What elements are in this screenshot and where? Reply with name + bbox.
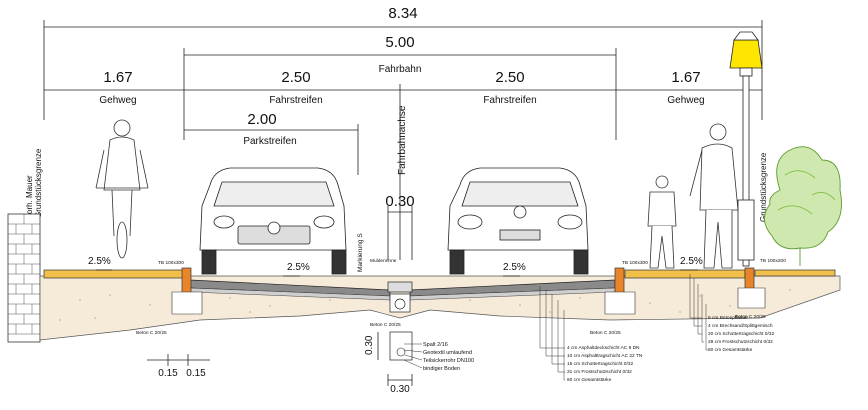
gutter-drain (387, 281, 413, 313)
concrete-bed-edge (737, 287, 766, 309)
car-rear-icon (447, 167, 589, 275)
concrete-tag-3: Beton C 20/25 (590, 330, 621, 336)
walk-layer-4: 28 cm Frostschutzschicht 0/32 (708, 339, 773, 345)
walk-layer-3: 20 cm Schottertragschicht 0/32 (708, 331, 774, 337)
dimension-lines (43, 20, 763, 386)
label-sidewalk-right: Gehweg (667, 95, 704, 106)
concrete-bed-left (171, 291, 203, 315)
street-lamp-icon (729, 31, 763, 267)
walk-layer-1: 8 cm Betonpflaster (708, 315, 748, 321)
label-lane-left: Fahrstreifen (269, 95, 322, 106)
curb-tag-edge: TB 100x200 (760, 258, 786, 264)
label-centerline: Fahrbahnachse (397, 105, 408, 175)
dim-total: 8.34 (388, 5, 417, 22)
curb-tag-right: TB 100x300 (622, 260, 648, 266)
dim-roadway: 5.00 (385, 34, 414, 51)
concrete-tag-2: Beton C 20/25 (370, 322, 401, 328)
cyclist-icon (95, 119, 149, 259)
label-gutter: Muldenrinne (370, 258, 397, 264)
dim-sidewalk-right: 1.67 (671, 69, 700, 86)
road-layer-5: 60 cm Gesamtstärke (567, 377, 612, 383)
brick-wall-icon (7, 213, 41, 343)
walk-layer-5: 60 cm Gesamtstärke (708, 347, 753, 353)
label-parking: Parkstreifen (243, 136, 296, 147)
tree-icon (764, 146, 842, 266)
dim-gutter-height: 0.30 (364, 335, 375, 355)
label-lane-right: Fahrstreifen (483, 95, 536, 106)
label-sidewalk-left: Gehweg (99, 95, 136, 106)
gutter-legend-4: bindiger Boden (423, 366, 460, 372)
slope-lane-left: 2.5% (287, 262, 310, 273)
pedestrian-child-icon (647, 175, 677, 269)
road-layer-3: 15 cm Schottertragschicht 0/32 (567, 361, 633, 367)
dim-lane-left: 2.50 (281, 69, 310, 86)
sidewalk-paving-right (624, 269, 746, 279)
dim-gutter-bottom: 0.30 (390, 384, 410, 395)
gutter-legend-2: Geotextil umlaufend (423, 350, 472, 356)
label-marking: Markierung S (357, 233, 364, 272)
gutter-detail (389, 331, 423, 369)
sidewalk-paving-left (43, 269, 185, 279)
curb-tag-left: TB 100x300 (158, 260, 184, 266)
road-layer-4: 31 cm Frostschutzschicht 0/32 (567, 369, 632, 375)
dim-curb-b: 0.15 (186, 368, 206, 379)
walk-layer-2: 4 cm Brechsand/Splittgemisch (708, 323, 773, 329)
car-front-icon (199, 167, 347, 275)
dim-parking: 2.00 (247, 111, 276, 128)
slope-sidewalk-right: 2.5% (680, 256, 703, 267)
layer-leaders (539, 274, 708, 381)
slope-lane-right: 2.5% (503, 262, 526, 273)
sidewalk-paving-edge (754, 269, 836, 277)
gutter-legend-3: Teilsickerrohr DN100 (423, 358, 474, 364)
dim-lane-right: 2.50 (495, 69, 524, 86)
gravel-texture (59, 289, 791, 321)
label-wall-left: vorh. Mauer (25, 175, 34, 218)
road-layer-1: 4 cm Asphaltdeckschicht AC 8 DN (567, 345, 640, 351)
label-roadway: Fahrbahn (379, 64, 422, 75)
slope-sidewalk-left: 2.5% (88, 256, 111, 267)
concrete-tag-4: Beton C 20/25 (735, 314, 766, 320)
pedestrian-adult-icon (689, 123, 739, 269)
label-property-left: Grundstücksgrenze (34, 148, 43, 218)
concrete-tag-1: Beton C 20/25 (136, 330, 167, 336)
concrete-bed-right (604, 291, 636, 315)
gutter-legend-1: Spalt 2/16 (423, 342, 448, 348)
label-property-right: Grundstücksgrenze (759, 152, 768, 222)
dim-curb-a: 0.15 (158, 368, 178, 379)
dim-gutter-top: 0.30 (385, 193, 414, 210)
road-layer-2: 10 cm Asphalttragschicht AC 22 TN (567, 353, 643, 359)
dim-sidewalk-left: 1.67 (103, 69, 132, 86)
